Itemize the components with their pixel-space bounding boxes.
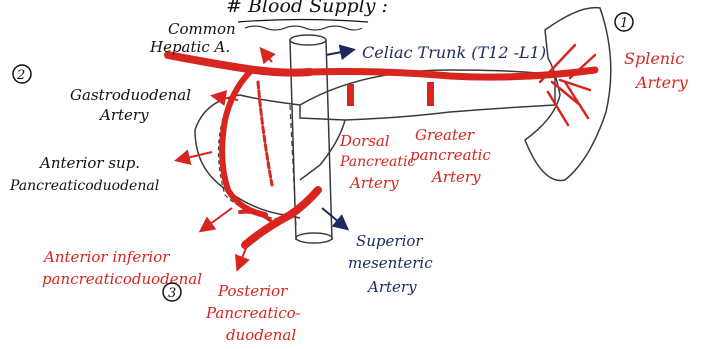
arrow-anterior-inf — [202, 208, 232, 230]
label-gastroduodenal-line1: Gastroduodenal — [70, 86, 191, 104]
label-dorsal-line3: Artery — [348, 174, 399, 192]
arrow-sma — [322, 208, 346, 228]
label-splenic-line1: Splenic — [624, 49, 684, 68]
label-sma-line3: Artery — [366, 278, 417, 296]
aorta-top — [290, 35, 326, 45]
label-dorsal-line2: Pancreatic — [339, 154, 415, 170]
label-posterior-line2: Pancreatico- — [205, 304, 301, 322]
label-splenic-line2: Artery — [634, 73, 689, 92]
label-num2: 2 — [16, 68, 25, 83]
label-dorsal-line1: Dorsal — [339, 132, 390, 150]
label-greater-line2: pancreatic — [410, 146, 491, 164]
label-num3: 3 — [168, 286, 176, 301]
diagram-title: # Blood Supply : — [226, 0, 388, 17]
arrow-anterior-sup — [178, 152, 212, 160]
label-greater-line3: Artery — [430, 168, 481, 186]
aorta-bottom — [296, 233, 332, 243]
dorsal-pancreatic-branch — [347, 84, 354, 106]
splenic-artery — [310, 70, 595, 77]
label-anterior-sup-line1: Anterior sup. — [38, 154, 140, 172]
pancreatic-head-outline — [195, 95, 345, 218]
label-num1: 1 — [620, 16, 628, 31]
superior-mesenteric-artery — [245, 190, 318, 245]
common-hepatic-artery — [168, 55, 310, 73]
label-common-hepatic-line2: Hepatic A. — [149, 38, 230, 56]
arrow-celiac-trunk — [326, 50, 352, 55]
anterior-superior-pd-branch — [258, 82, 272, 185]
label-sma-line2: mesenteric — [348, 254, 433, 272]
title-underline-wavy — [245, 26, 362, 30]
label-anterior-sup-line2: Pancreaticoduodenal — [9, 178, 159, 194]
label-gastroduodenal-line2: Artery — [98, 106, 149, 124]
title-underline — [238, 20, 368, 23]
label-anterior-inf-line1: Anterior inferior — [42, 248, 170, 266]
arrow-common-hepatic — [262, 50, 272, 62]
label-posterior-line3: duodenal — [226, 326, 296, 344]
label-sma-line1: Superior — [356, 232, 423, 250]
label-common-hepatic-line1: Common — [168, 20, 236, 38]
label-greater-line1: Greater — [415, 126, 475, 144]
label-celiac-trunk: Celiac Trunk (T12 -L1) — [362, 43, 546, 62]
label-posterior-line1: Posterior — [217, 282, 288, 300]
greater-pancreatic-branch — [427, 82, 434, 106]
duodenum-outline — [219, 112, 286, 220]
